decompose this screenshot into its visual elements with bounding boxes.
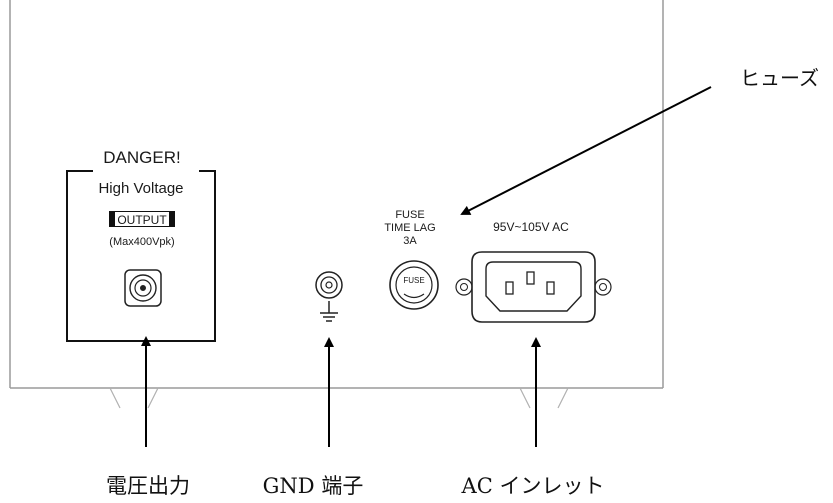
arrow-icon	[141, 86, 712, 447]
fuse-holder-icon[interactable]	[389, 260, 439, 310]
iec-inlet-icon[interactable]	[455, 251, 612, 323]
fuse-label: FUSE	[395, 209, 424, 221]
output-label: OUTPUT	[117, 213, 167, 227]
gnd-terminal[interactable]	[315, 271, 343, 299]
fuse-callout: ヒューズ	[740, 66, 819, 90]
danger-label: DANGER!	[103, 148, 180, 167]
bnc-connector-icon[interactable]	[124, 269, 162, 307]
fuse-time-lag-label: TIME LAG	[384, 222, 435, 234]
fuse-rating-label: 3A	[403, 235, 417, 247]
ac-inlet-callout: AC インレット	[461, 474, 605, 498]
ground-symbol-icon	[320, 301, 338, 322]
fuse-knob-label: FUSE	[403, 276, 424, 285]
ac-rating-label: 95V~105V AC	[493, 220, 569, 234]
high-voltage-label: High Voltage	[98, 180, 183, 197]
device-panel	[9, 0, 664, 389]
device-feet	[109, 387, 569, 409]
output-callout: 電圧出力	[106, 474, 190, 498]
max-voltage-label: (Max400Vpk)	[109, 236, 174, 248]
gnd-callout: GND 端子	[263, 474, 364, 498]
